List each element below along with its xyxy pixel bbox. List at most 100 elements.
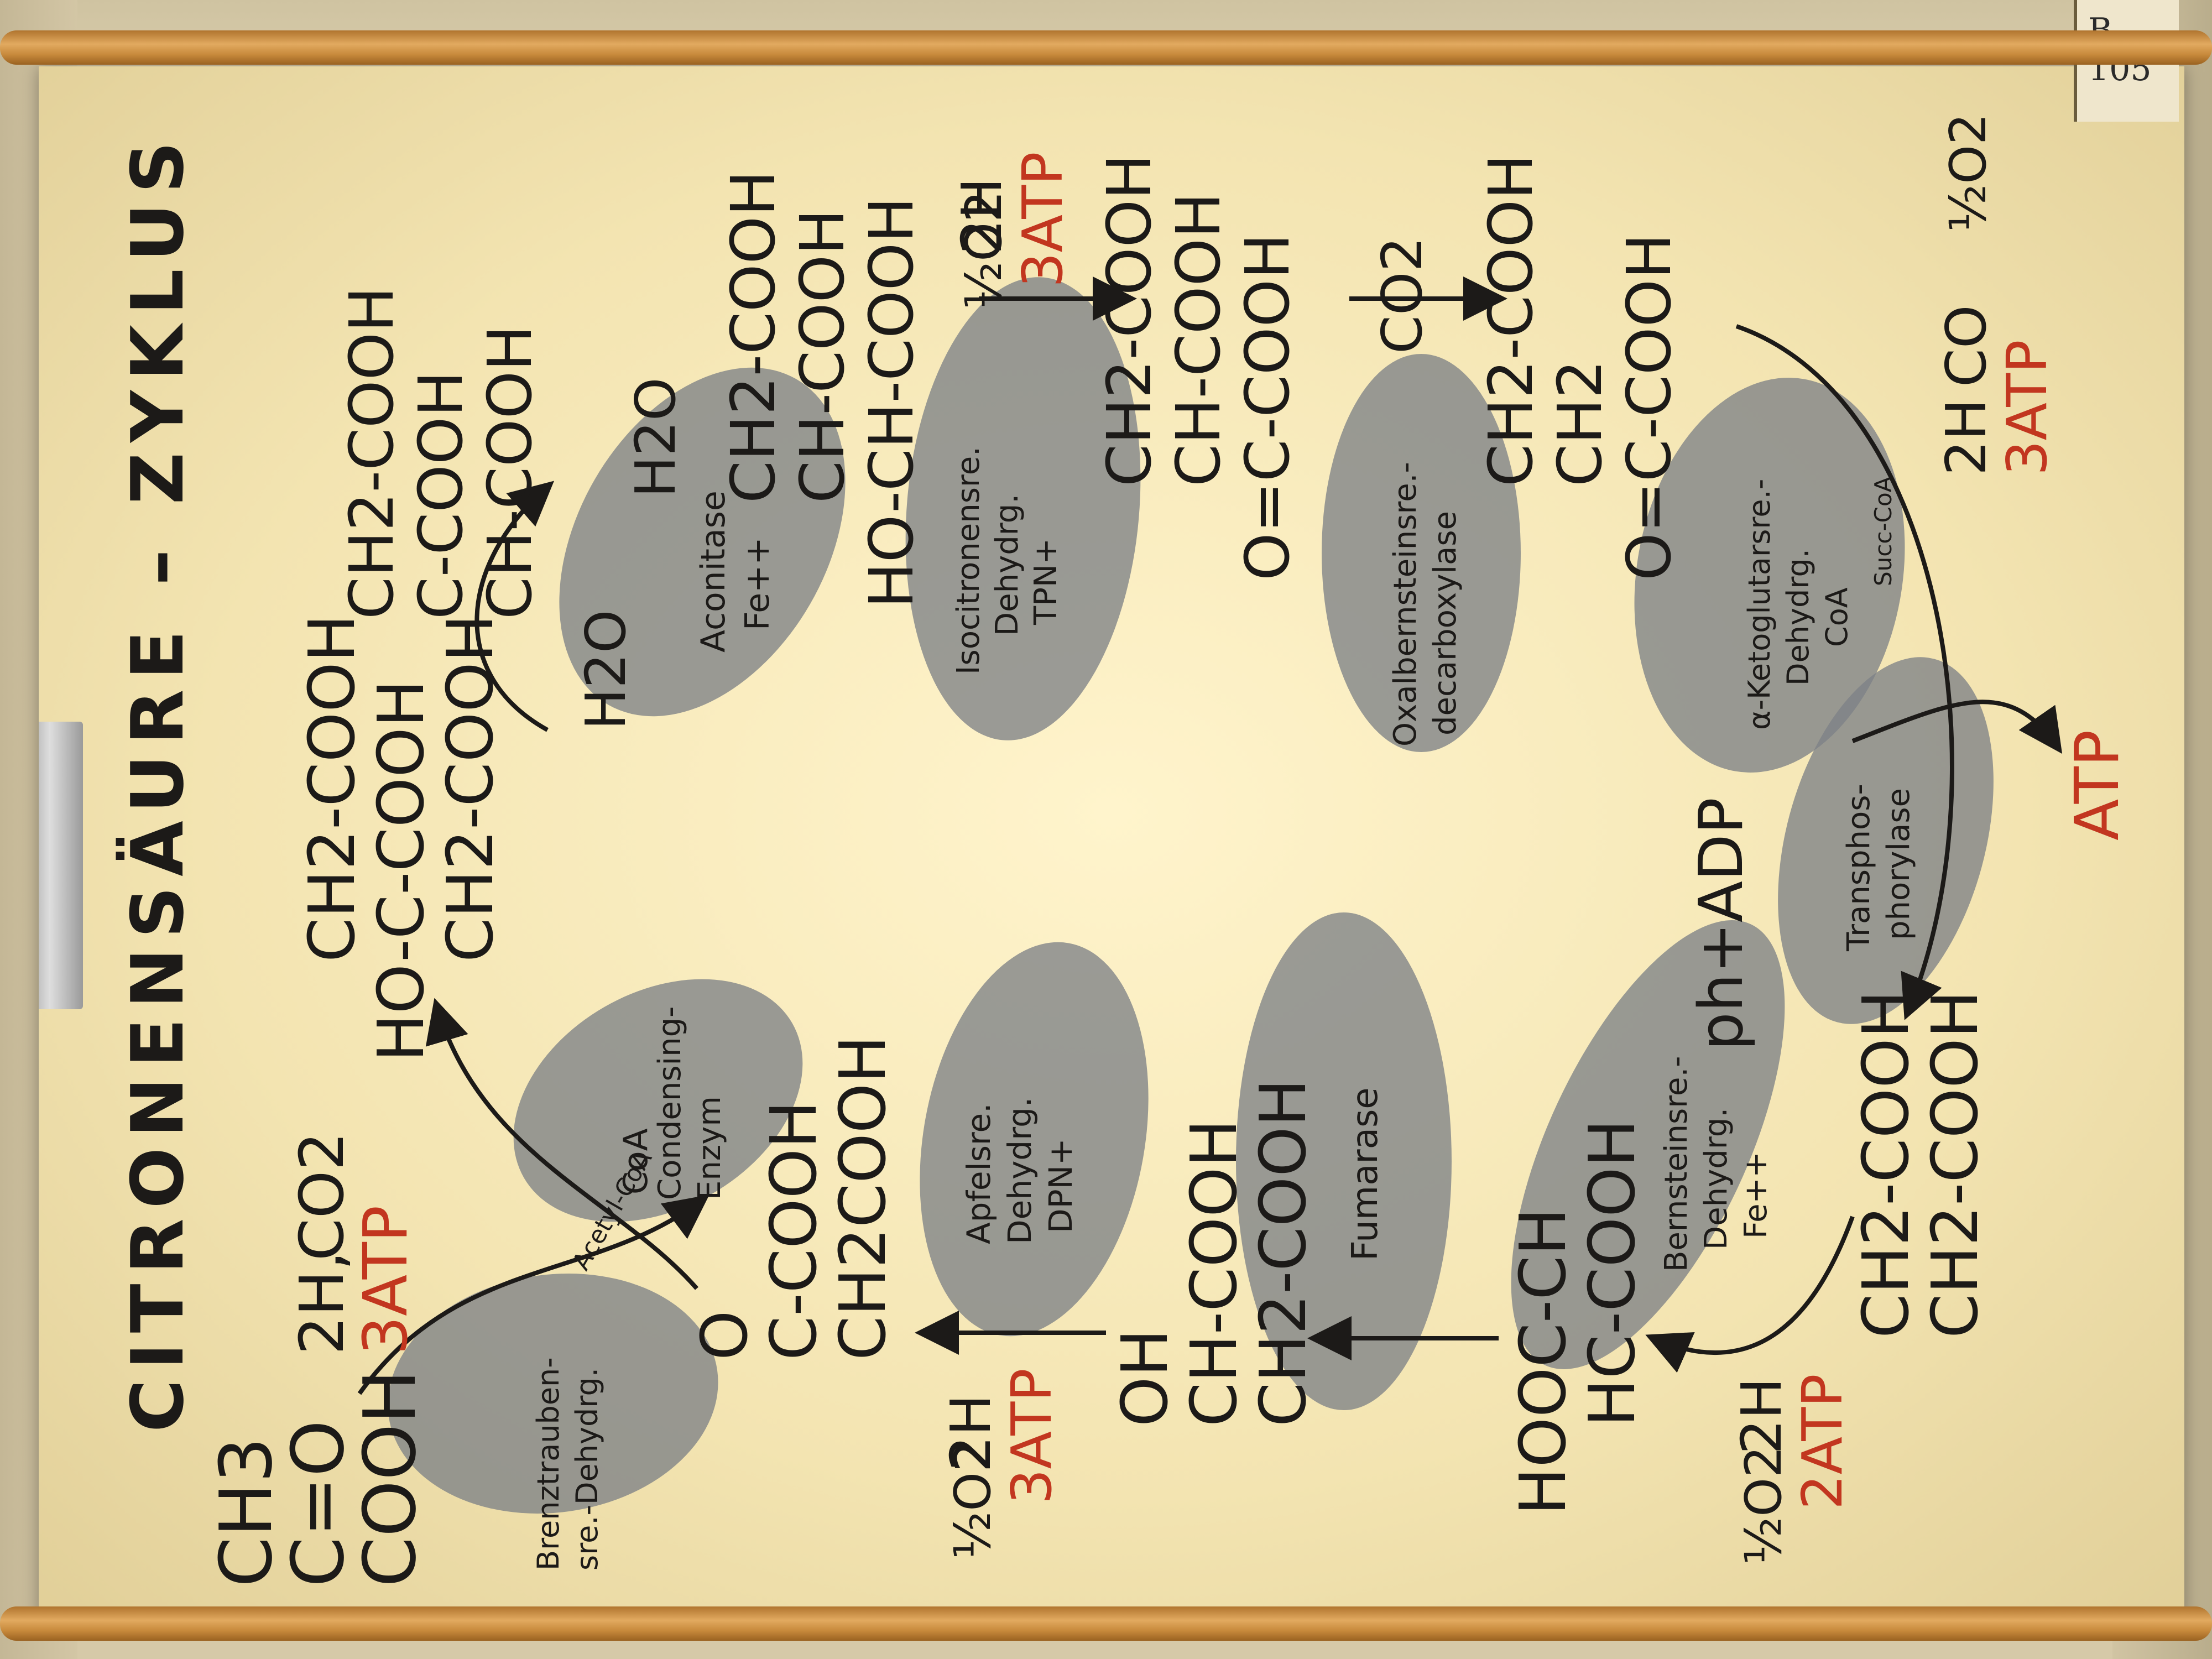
arrow-ketoglutarate-succinate xyxy=(1735,324,1954,1020)
svg-text:½O2: ½O2 xyxy=(944,1441,1002,1559)
oxaloacetate-formula: O C-COOH CH2COOH xyxy=(688,1035,900,1360)
svg-text:CH2-COOH: CH2-COOH xyxy=(434,614,508,962)
svg-text:CO: CO xyxy=(1934,305,1999,387)
malate-products: 2H 3ATP ½O2 xyxy=(938,1368,1064,1559)
fumarate-formula: HOOC-CH HC-COOH xyxy=(1506,1119,1650,1515)
svg-text:OH: OH xyxy=(1108,1329,1182,1427)
svg-text:CoA: CoA xyxy=(1819,587,1854,647)
enzyme-blob-aconitase xyxy=(559,367,846,717)
svg-text:½O2: ½O2 xyxy=(1939,113,1997,232)
svg-text:TPN+: TPN+ xyxy=(1028,538,1064,625)
svg-text:Dehydrg.: Dehydrg. xyxy=(1781,549,1815,686)
citric-acid-cycle-diagram: CITRONENSÄURE – ZYKLUS CH3 C=O COOH 2H, … xyxy=(116,113,2132,1587)
svg-text:CH2: CH2 xyxy=(1545,359,1615,487)
svg-text:2H: 2H xyxy=(1729,1378,1794,1454)
svg-text:CH2-COOH: CH2-COOH xyxy=(1918,990,1992,1338)
svg-text:2ATP: 2ATP xyxy=(1790,1374,1855,1510)
ketoglutarate-formula: CH2-COOH CH2 O=C-COOH xyxy=(1475,154,1684,581)
svg-text:Transphos-: Transphos- xyxy=(1841,784,1877,952)
oxalosuccinate-co2: CO2 xyxy=(1370,237,1434,354)
chart-title: CITRONENSÄURE – ZYKLUS xyxy=(116,132,200,1432)
svg-text:phorylase: phorylase xyxy=(1881,788,1917,940)
enzyme-blob-pyruvate xyxy=(388,1274,718,1514)
svg-text:Condensing-: Condensing- xyxy=(652,1006,688,1200)
arrow-atp xyxy=(1851,700,2063,754)
enzyme-label-condensing: Condensing- Enzym xyxy=(652,1006,728,1200)
enzyme-blob-isocitrate xyxy=(905,277,1141,740)
svg-text:½O2: ½O2 xyxy=(1735,1446,1793,1565)
enzyme-blob-succinate xyxy=(1511,920,1785,1369)
svg-text:CH2-COOH: CH2-COOH xyxy=(336,286,407,619)
enzyme-blob-condensing xyxy=(513,979,803,1222)
svg-text:O=C-COOH: O=C-COOH xyxy=(1614,233,1684,581)
svg-text:Bernsteinsre.-: Bernsteinsre.- xyxy=(1658,1056,1694,1272)
svg-text:CH2COOH: CH2COOH xyxy=(826,1035,900,1360)
svg-text:CH2-COOH: CH2-COOH xyxy=(1246,1079,1321,1427)
svg-text:HC-COOH: HC-COOH xyxy=(1575,1119,1650,1427)
water-left: H2O xyxy=(573,609,638,730)
svg-text:2H: 2H xyxy=(950,178,1014,254)
wall-chart-poster: CITRONENSÄURE – ZYKLUS CH3 C=O COOH 2H, … xyxy=(39,66,2184,1620)
svg-text:CH2-COOH: CH2-COOH xyxy=(718,170,789,503)
svg-text:O=C-COOH: O=C-COOH xyxy=(1232,233,1303,581)
oxalosuccinate-formula: CH2-COOH CH-COOH O=C-COOH xyxy=(1094,154,1303,581)
water-right: H2O xyxy=(623,377,688,498)
svg-text:C=O: C=O xyxy=(276,1420,360,1587)
svg-text:Succ-CoA: Succ-CoA xyxy=(1870,476,1897,586)
svg-text:Brenztrauben-: Brenztrauben- xyxy=(531,1357,566,1571)
malate-formula: OH CH-COOH CH2-COOH xyxy=(1108,1079,1321,1427)
succinate-formula: CH2-COOH CH2-COOH xyxy=(1849,990,1992,1338)
svg-text:Isocitronensre.: Isocitronensre. xyxy=(951,446,987,675)
pyruvate-products: 2H, CO2 3ATP xyxy=(286,1132,421,1355)
arrow-succinate-fumarate xyxy=(1645,1215,1855,1373)
svg-text:CH-COOH: CH-COOH xyxy=(787,209,858,503)
svg-text:3ATP: 3ATP xyxy=(350,1206,421,1355)
svg-text:C-COOH: C-COOH xyxy=(757,1100,831,1360)
top-wooden-rod xyxy=(0,30,2212,65)
svg-text:CH-COOH: CH-COOH xyxy=(1163,192,1234,487)
bottom-wooden-rod xyxy=(0,1606,2212,1641)
svg-text:Enzym: Enzym xyxy=(692,1096,728,1200)
svg-text:α-Ketoglutarsre.-: α-Ketoglutarsre.- xyxy=(1742,479,1777,730)
svg-text:HOOC-CH: HOOC-CH xyxy=(1506,1208,1580,1515)
svg-text:O: O xyxy=(688,1310,762,1360)
svg-text:Fe++: Fe++ xyxy=(1738,1152,1774,1239)
svg-text:CH2-COOH: CH2-COOH xyxy=(1475,154,1546,487)
svg-text:CH2-COOH: CH2-COOH xyxy=(1094,154,1165,487)
svg-text:2H: 2H xyxy=(1934,399,1999,476)
enzyme-label-malate: Apfelsre. Dehydrg. DPN+ xyxy=(960,1097,1079,1244)
enzyme-label-fumarase: Fumarase xyxy=(1345,1087,1386,1261)
arrow-oxaloacetate-to-citrate xyxy=(425,998,699,1290)
svg-text:COOH: COOH xyxy=(348,1370,432,1587)
svg-text:½O2: ½O2 xyxy=(955,191,1013,310)
svg-text:C-COOH: C-COOH xyxy=(405,371,476,619)
enzyme-blob-oxalosuccinate xyxy=(1322,354,1521,752)
svg-text:2H,: 2H, xyxy=(286,1251,357,1355)
svg-text:Dehydrg.: Dehydrg. xyxy=(1698,1108,1734,1250)
coa-label: CoA xyxy=(617,1128,655,1194)
svg-text:Oxalbernsteinsre.-: Oxalbernsteinsre.- xyxy=(1387,462,1423,747)
svg-text:Apfelsre.: Apfelsre. xyxy=(960,1103,998,1244)
svg-text:Dehydrg.: Dehydrg. xyxy=(989,494,1025,636)
pyruvate-formula: CH3 C=O COOH xyxy=(204,1370,432,1587)
enzyme-label-aconitase: Aconitase Fe++ xyxy=(694,491,777,653)
enzyme-label-transphos: Transphos- phorylase xyxy=(1841,784,1917,952)
ketoglutarate-products: 2H CO 3ATP ½O2 xyxy=(1934,113,2059,476)
enzyme-label-succinate: Bernsteinsre.- Dehydrg. Fe++ xyxy=(1658,1056,1774,1272)
succinate-products: 2H 2ATP ½O2 xyxy=(1729,1374,1855,1565)
svg-text:CH2-COOH: CH2-COOH xyxy=(1849,990,1923,1338)
atp-label: ATP xyxy=(2062,730,2132,841)
enzyme-blob-malate xyxy=(920,942,1149,1337)
enzyme-blob-transphos xyxy=(1778,657,1994,1024)
isocitrate-products: 2H 3ATP ½O2 xyxy=(950,152,1075,310)
svg-text:CO2: CO2 xyxy=(286,1132,357,1261)
svg-text:CH2-COOH: CH2-COOH xyxy=(295,614,369,962)
wall-hook xyxy=(39,722,83,1009)
svg-text:3ATP: 3ATP xyxy=(1995,340,2059,476)
svg-text:3ATP: 3ATP xyxy=(1010,152,1075,288)
svg-text:Fe++: Fe++ xyxy=(738,537,777,630)
enzyme-label-pyruvate: Brenztrauben- sre.-Dehydrg. xyxy=(531,1357,604,1571)
svg-text:HO-CH-COOH: HO-CH-COOH xyxy=(856,197,927,608)
svg-text:3ATP: 3ATP xyxy=(999,1368,1064,1504)
arrow-pyruvate-to-acetyl xyxy=(357,1194,709,1395)
